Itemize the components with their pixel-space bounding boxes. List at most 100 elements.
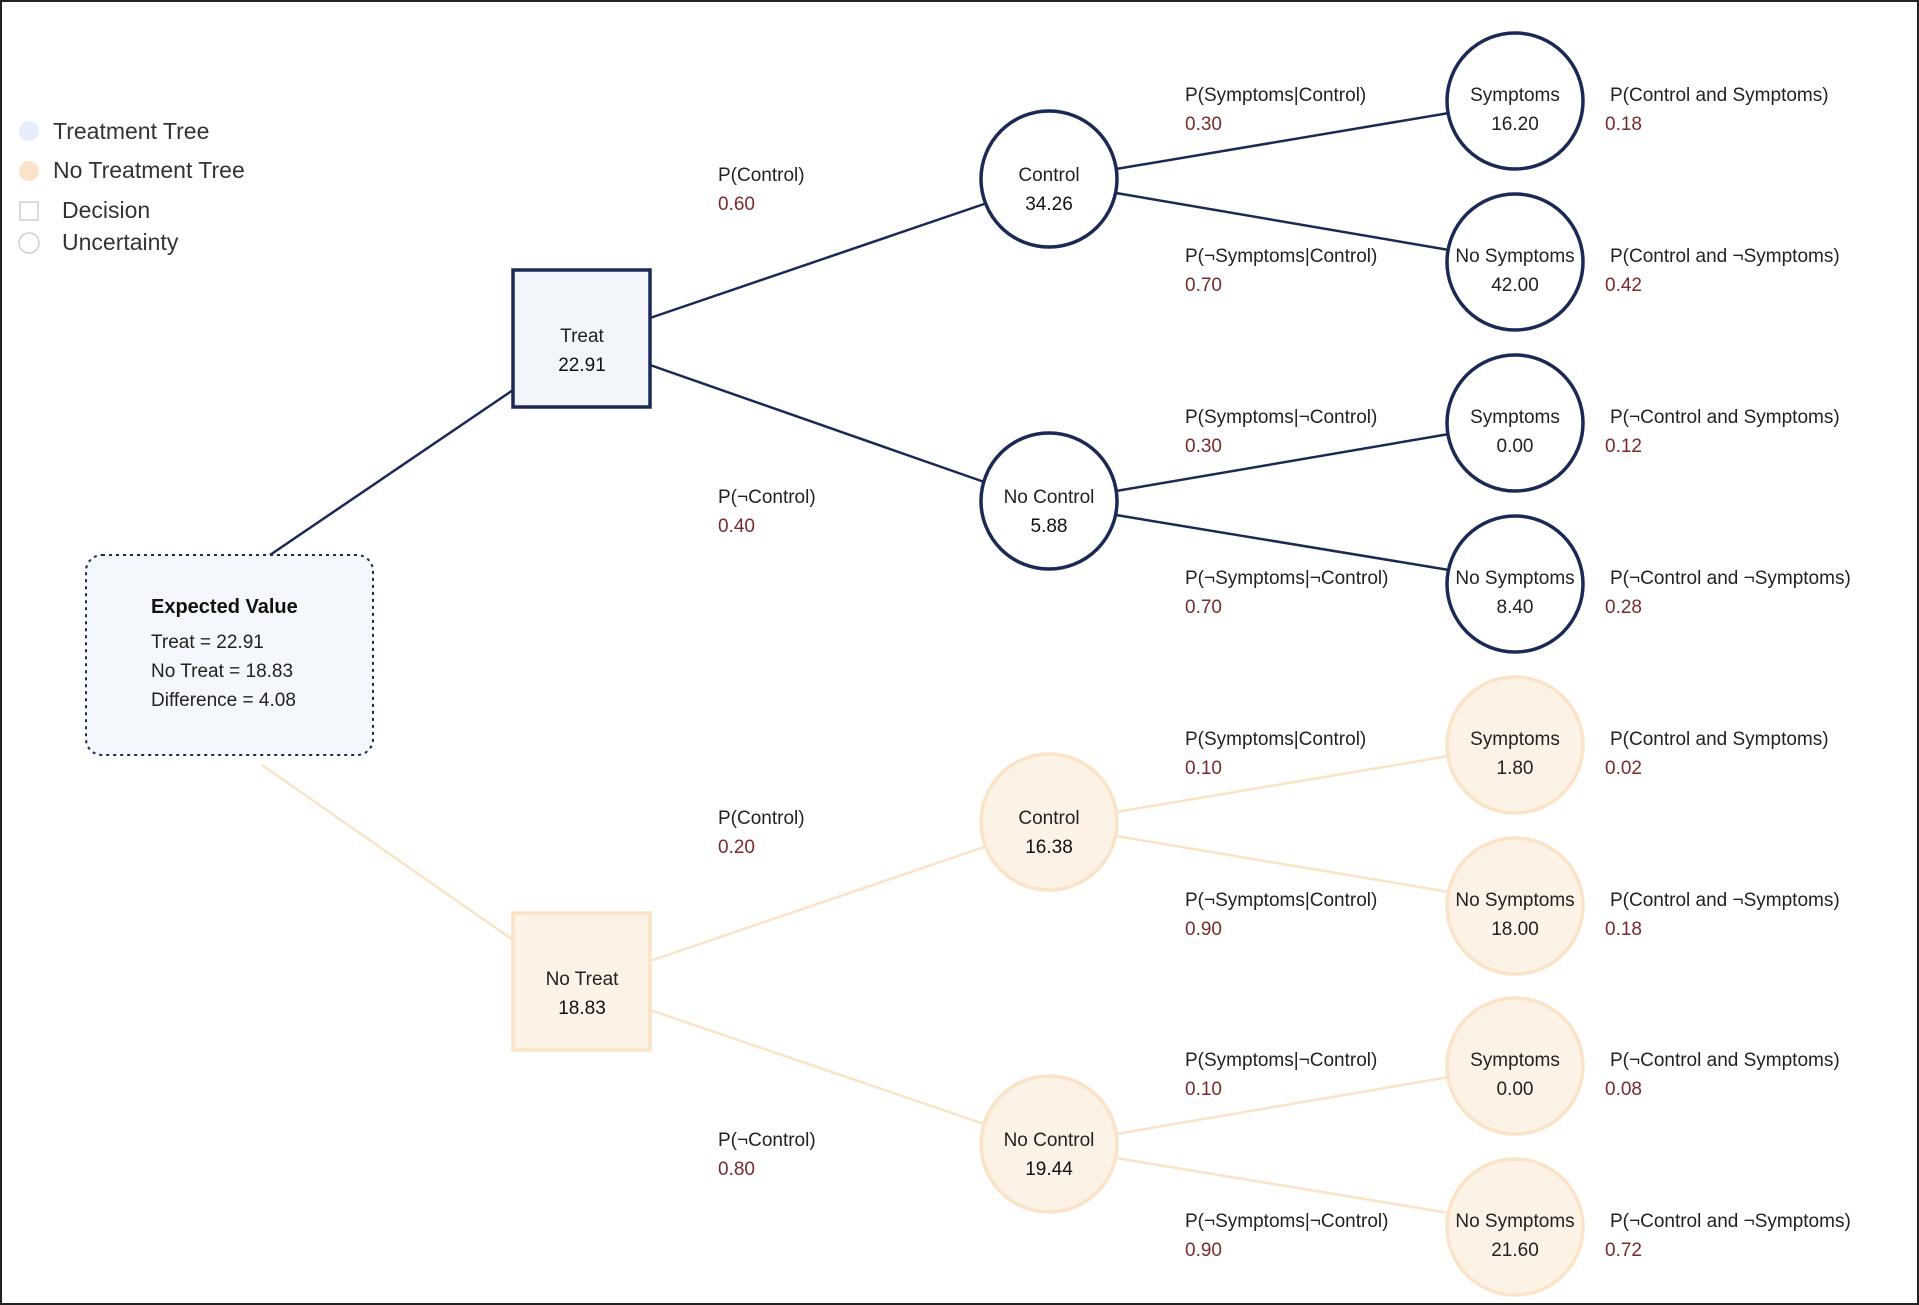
outcome-label: Symptoms <box>1470 85 1560 106</box>
outcome-value: 21.60 <box>1491 1240 1539 1261</box>
edge-prob-value: 0.20 <box>718 837 755 858</box>
edge-prob-label: P(Control) <box>718 808 805 829</box>
joint-prob-label: P(Control and ¬Symptoms) <box>1610 246 1840 267</box>
outcome-value: 16.20 <box>1491 114 1539 135</box>
edge-treat-no-control <box>649 363 991 486</box>
expected-value-box: Expected Value Treat = 22.91 No Treat = … <box>85 554 374 756</box>
outcome-value: 0.00 <box>1497 436 1534 457</box>
edge-prob-label: P(Control) <box>718 165 805 186</box>
edge-labels-level1: P(Control) 0.60 P(¬Control) 0.40 P(Contr… <box>718 165 816 1180</box>
uncertainty-node-control: Control 34.26 <box>979 109 1119 249</box>
edge-nocontrol-no-symptoms-nt <box>1115 1156 1450 1215</box>
outcome-node-symptoms-nt: Symptoms 1.80 <box>1445 675 1585 815</box>
edge-prob-label: P(¬Control) <box>718 487 816 508</box>
joint-prob-label: P(Control and Symptoms) <box>1610 729 1829 750</box>
edge-prob-value: 0.80 <box>718 1159 755 1180</box>
outcome-node-no-symptoms-nt: No Symptoms 18.00 <box>1445 836 1585 976</box>
joint-prob-value: 0.18 <box>1605 114 1642 135</box>
conditional-prob-value: 0.90 <box>1185 919 1222 940</box>
edges <box>261 111 1450 1215</box>
conditional-prob-value: 0.70 <box>1185 275 1222 296</box>
joint-prob-label: P(Control and Symptoms) <box>1610 85 1829 106</box>
edge-control-no-symptoms <box>1115 191 1450 252</box>
edge-prob-value: 0.40 <box>718 516 755 537</box>
conditional-prob-label: P(¬Symptoms|¬Control) <box>1185 568 1388 589</box>
edge-control-symptoms-nt <box>1115 754 1450 814</box>
decision-node-treat: Treat 22.91 <box>511 268 652 409</box>
uncertainty-value: 5.88 <box>1031 516 1068 537</box>
joint-prob-label: P(¬Control and ¬Symptoms) <box>1610 568 1851 589</box>
legend-no-treatment-dot <box>19 161 39 181</box>
conditional-prob-label: P(¬Symptoms|Control) <box>1185 246 1377 267</box>
decision-value: 22.91 <box>558 355 606 376</box>
edge-notreat-control <box>649 843 991 963</box>
conditional-prob-label: P(¬Symptoms|Control) <box>1185 890 1377 911</box>
outcome-value: 0.00 <box>1497 1079 1534 1100</box>
joint-prob-value: 0.28 <box>1605 597 1642 618</box>
edge-nocontrol-symptoms-nt <box>1115 1075 1450 1136</box>
outcome-node-symptoms: Symptoms 0.00 <box>1445 353 1585 493</box>
uncertainty-node-control-nt: Control 16.38 <box>979 752 1119 892</box>
edge-nocontrol-symptoms <box>1115 432 1450 493</box>
legend-decision-square <box>19 201 39 221</box>
expected-value-no-treat: No Treat = 18.83 <box>151 661 293 682</box>
uncertainty-value: 16.38 <box>1025 837 1073 858</box>
outcome-value: 8.40 <box>1497 597 1534 618</box>
outcome-label: No Symptoms <box>1455 1211 1574 1232</box>
edge-treat-control <box>649 200 991 320</box>
joint-prob-value: 0.18 <box>1605 919 1642 940</box>
outcome-node-no-symptoms-nt: No Symptoms 21.60 <box>1445 1157 1585 1297</box>
legend-decision-label: Decision <box>62 197 150 223</box>
decision-label: No Treat <box>546 969 620 990</box>
outcome-label: Symptoms <box>1470 407 1560 428</box>
joint-prob-value: 0.02 <box>1605 758 1642 779</box>
legend-no-treatment-label: No Treatment Tree <box>53 157 245 183</box>
outcome-label: No Symptoms <box>1455 568 1574 589</box>
legend: Treatment Tree No Treatment Tree Decisio… <box>18 118 245 255</box>
conditional-prob-label: P(Symptoms|Control) <box>1185 729 1366 750</box>
edge-control-no-symptoms-nt <box>1115 834 1450 894</box>
conditional-prob-label: P(¬Symptoms|¬Control) <box>1185 1211 1388 1232</box>
uncertainty-node-no-control: No Control 5.88 <box>979 431 1119 571</box>
decision-label: Treat <box>560 326 604 347</box>
joint-probabilities: P(Control and Symptoms) 0.18 P(Control a… <box>1605 85 1851 1261</box>
expected-value-treat: Treat = 22.91 <box>151 632 264 653</box>
outcome-label: No Symptoms <box>1455 246 1574 267</box>
outcome-label: Symptoms <box>1470 1050 1560 1071</box>
outcome-value: 1.80 <box>1497 758 1534 779</box>
outcome-label: No Symptoms <box>1455 890 1574 911</box>
outcome-value: 42.00 <box>1491 275 1539 296</box>
decision-node-no-treat: No Treat 18.83 <box>511 911 652 1052</box>
conditional-prob-value: 0.30 <box>1185 114 1222 135</box>
joint-prob-label: P(¬Control and ¬Symptoms) <box>1610 1211 1851 1232</box>
edge-control-symptoms <box>1115 111 1450 171</box>
conditional-prob-value: 0.10 <box>1185 1079 1222 1100</box>
conditional-prob-value: 0.90 <box>1185 1240 1222 1261</box>
conditional-prob-label: P(Symptoms|¬Control) <box>1185 407 1377 428</box>
conditional-prob-label: P(Symptoms|Control) <box>1185 85 1366 106</box>
uncertainty-label: No Control <box>1004 487 1095 508</box>
joint-prob-value: 0.08 <box>1605 1079 1642 1100</box>
uncertainty-value: 34.26 <box>1025 194 1073 215</box>
edge-prob-value: 0.60 <box>718 194 755 215</box>
joint-prob-label: P(Control and ¬Symptoms) <box>1610 890 1840 911</box>
legend-uncertainty-label: Uncertainty <box>62 229 179 255</box>
legend-uncertainty-circle <box>18 232 40 254</box>
joint-prob-label: P(¬Control and Symptoms) <box>1610 1050 1840 1071</box>
outcome-node-symptoms: Symptoms 16.20 <box>1445 31 1585 171</box>
uncertainty-label: No Control <box>1004 1130 1095 1151</box>
uncertainty-label: Control <box>1018 165 1079 186</box>
edge-root-treat <box>269 388 514 557</box>
outcome-label: Symptoms <box>1470 729 1560 750</box>
outcome-node-symptoms-nt: Symptoms 0.00 <box>1445 996 1585 1136</box>
expected-value-title: Expected Value <box>151 596 298 618</box>
uncertainty-node-no-control-nt: No Control 19.44 <box>979 1074 1119 1214</box>
uncertainty-value: 19.44 <box>1025 1159 1073 1180</box>
uncertainty-label: Control <box>1018 808 1079 829</box>
conditional-prob-value: 0.10 <box>1185 758 1222 779</box>
edge-prob-label: P(¬Control) <box>718 1130 816 1151</box>
edge-notreat-no-control <box>649 1008 991 1128</box>
decision-value: 18.83 <box>558 998 606 1019</box>
outcome-value: 18.00 <box>1491 919 1539 940</box>
